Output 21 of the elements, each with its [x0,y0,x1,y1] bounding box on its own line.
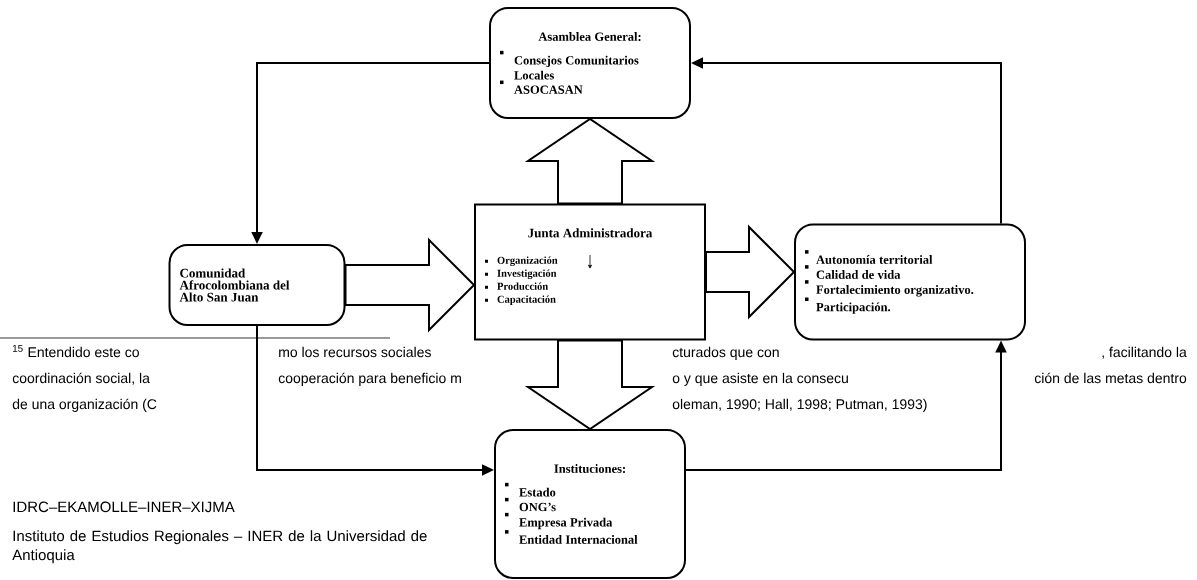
footnote-text: oleman, 1990; Hall, 1998; Putman, 1993) [672,398,927,412]
outcomes-box: Autonomía territorial Calidad de vida Fortalecimiento organizativo. Participación. [794,223,1026,341]
board-box: Junta Administradora Organización Investigación Producción Capacitación [474,203,706,341]
community-box: Comunidad Afrocolombiana del Alto San Juan [168,244,346,326]
footnote-text: coordinación social, la [12,372,150,385]
footnote-text: mo los recursos sociales [279,346,431,358]
footnote-text: cturados que con [672,346,779,360]
footnote-text: ción de las metas dentro [1034,372,1187,384]
footer-text: Instituto de Estudios Regionales – INER de la Universidad de Antioquia [12,530,427,564]
footnote-text: , facilitando la [1102,346,1187,359]
footnote-text: cooperación para beneficio m [278,372,461,386]
footer-text: IDRC–EKAMOLLE–INER–XIJMA [13,501,235,513]
institutions-box: Instituciones: Estado ONG’s Empresa Privada Entidad Internacional [494,429,686,579]
block-arrow [344,237,476,333]
footnote-text: o y que asiste en la consecu [672,372,848,386]
footnote-text: $^{15}$ Entendido este co [12,345,139,358]
block-arrow [705,224,796,320]
block-arrow [524,117,656,205]
block-arrow [524,339,656,431]
footnote-text: de una organización (C [12,398,157,412]
assembly-box: Asamblea General: Consejos Comunitarios Locales ASOCASAN [489,7,691,119]
